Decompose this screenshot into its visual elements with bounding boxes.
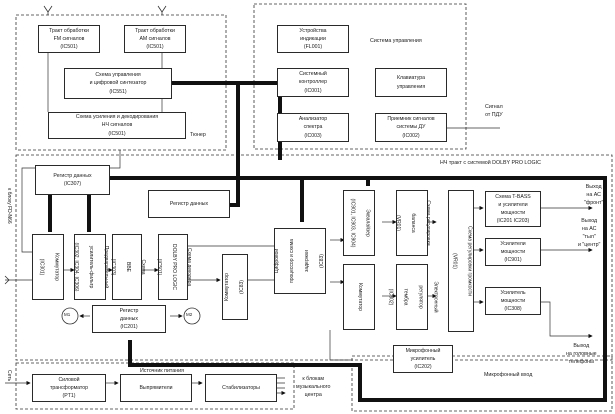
motor-m2 xyxy=(183,307,201,325)
motor-m1 xyxy=(61,307,79,325)
antenna-in xyxy=(4,275,10,285)
antenna-am xyxy=(157,5,167,15)
block-volume-control: Схема регулировки громкости(VR01) xyxy=(448,190,474,332)
block-switch-ic: Коммутатор(IC83) xyxy=(222,254,248,320)
block-equalizer: Эквалайзер(IC901, IC903, IC904) xyxy=(343,190,375,256)
power-frame xyxy=(15,362,295,410)
block-rectifiers: Выпрямители xyxy=(120,374,192,402)
audio-frame xyxy=(15,154,613,361)
block-switch-ic301: Коммутатор(IC301) xyxy=(32,234,64,300)
block-switch-2: Коммутатор xyxy=(343,264,375,330)
to-block-label: к блоку FD-N66 xyxy=(6,188,12,224)
block-data-register-ic307: Регистр данных(IC307) xyxy=(35,165,110,195)
audio-group-label: НЧ тракт с системой DOLBY PRO LOGIC xyxy=(440,160,541,166)
motor-m2-label: М2 xyxy=(186,312,193,317)
control-group-label: Система управления xyxy=(370,38,422,44)
motor-m1-label: М1 xyxy=(64,312,71,317)
mains-label: Сеть xyxy=(6,370,12,382)
outer-frame xyxy=(351,355,613,412)
block-stabilizers: Стабилизаторы xyxy=(205,374,277,402)
control-frame xyxy=(253,3,467,150)
tuner-group-label: Тюнер xyxy=(190,132,206,138)
block-data-register: Регистр данных xyxy=(148,190,230,218)
antenna-fm xyxy=(43,5,53,15)
bus-main xyxy=(100,176,607,402)
power-group-label: Источник питания xyxy=(140,368,184,374)
bus-tuner xyxy=(172,81,240,160)
mic-input-label: Микрофонный вход xyxy=(484,372,533,378)
